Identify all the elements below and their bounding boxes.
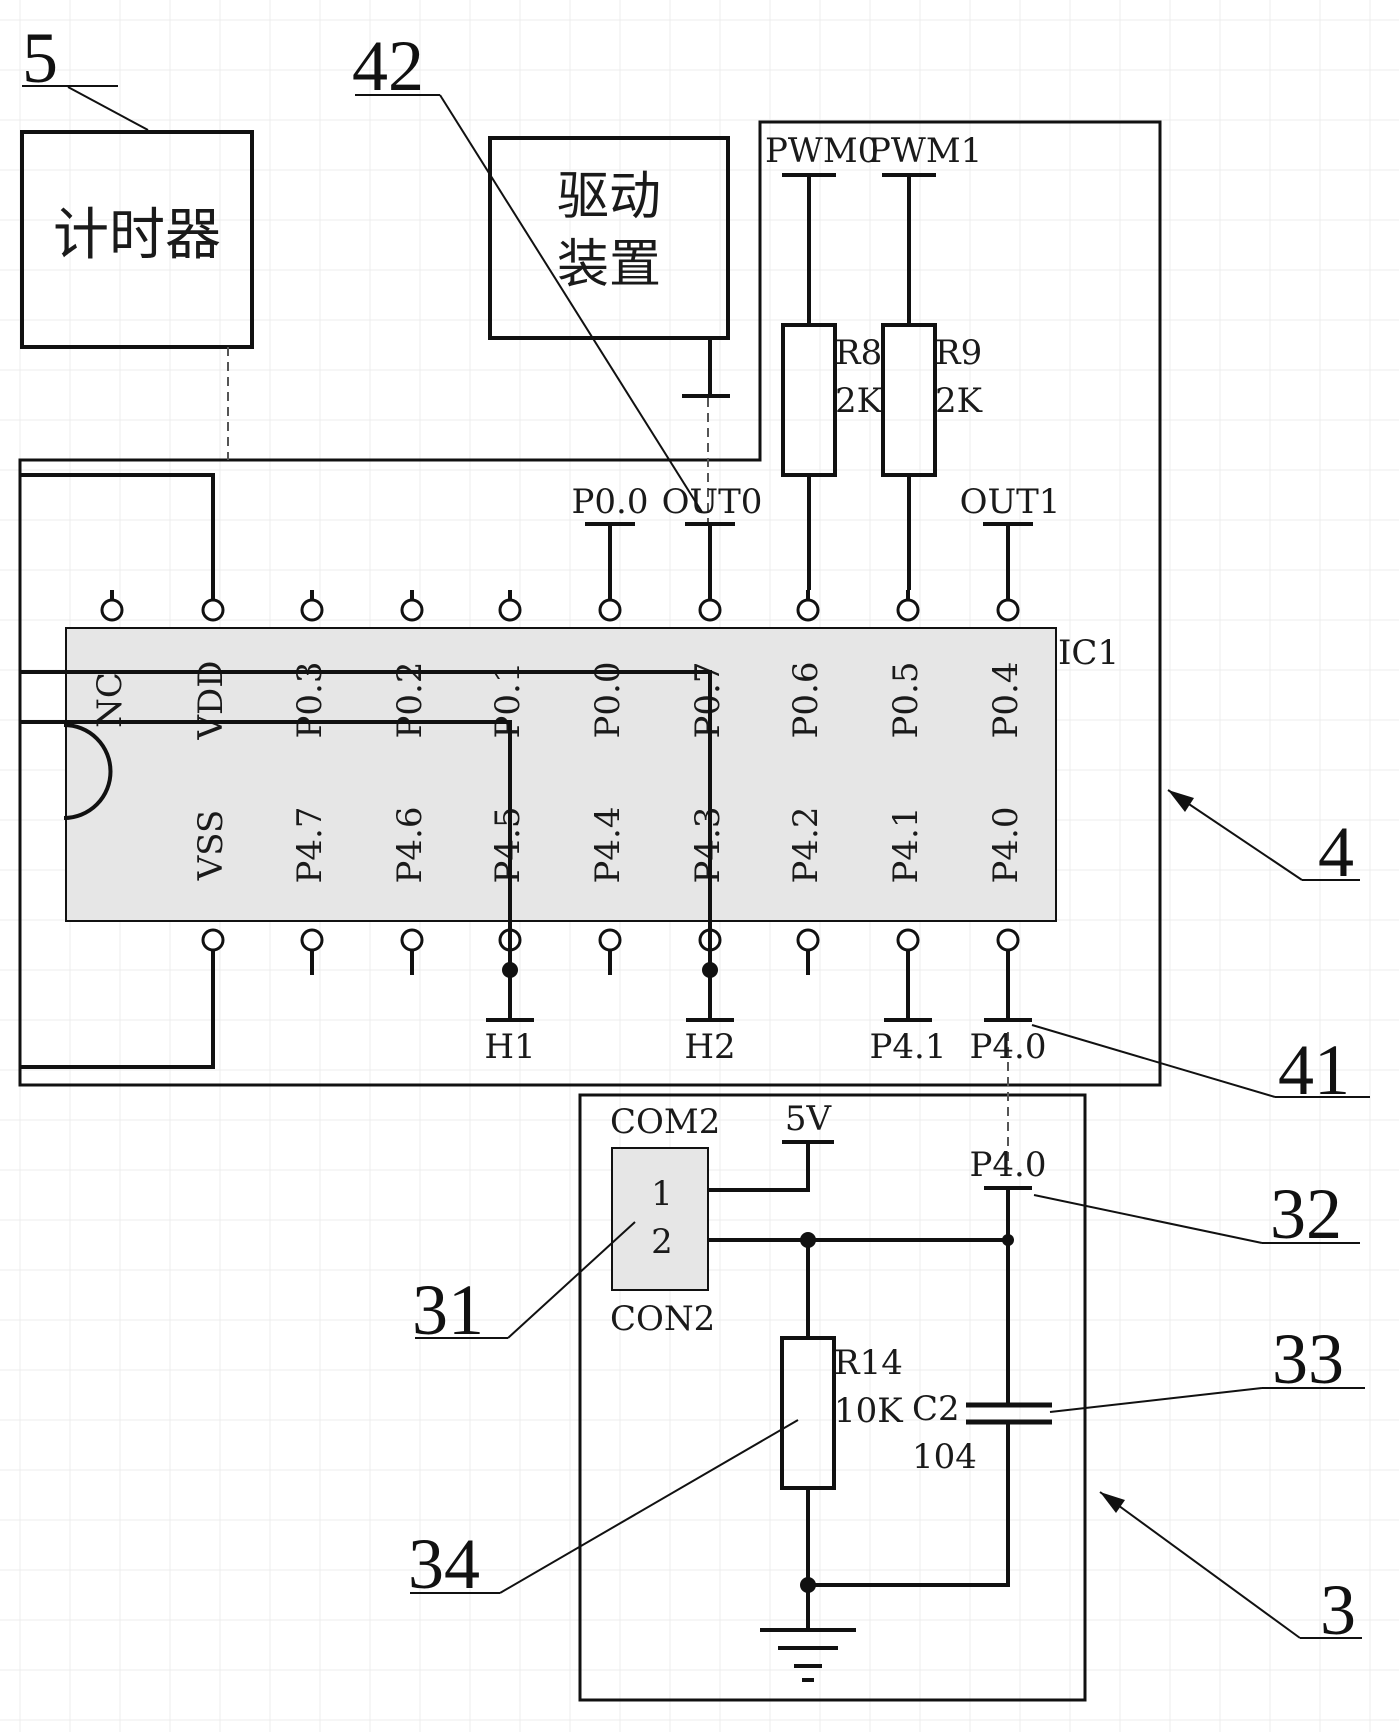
connector-bottom-label: CON2 — [610, 1299, 715, 1339]
callout-42: 42 — [352, 26, 424, 106]
h1-junction — [502, 962, 518, 978]
ic-top-pin-label: P0.4 — [986, 662, 1026, 739]
ic-bottom-pin-label: VSS — [191, 810, 231, 882]
ic-bottom-pin-label: P4.7 — [290, 807, 330, 884]
ic-top-pin — [302, 600, 322, 620]
net-out1-label: OUT1 — [960, 482, 1061, 522]
timer-label: 计时器 — [53, 203, 221, 268]
connector-pin1: 1 — [651, 1174, 673, 1214]
ic-top-pin-label: P0.5 — [886, 662, 926, 739]
r14-name: R14 — [834, 1343, 903, 1383]
ic-top-pin-label: NC — [90, 672, 130, 728]
ic-top-pin — [600, 600, 620, 620]
net-h2-label: H2 — [684, 1027, 735, 1067]
connector-body — [612, 1148, 708, 1290]
ic-top-pin — [102, 600, 122, 620]
r8-value: 2K — [835, 381, 883, 421]
callout-5: 5 — [22, 18, 58, 98]
ic-bottom-pin — [798, 930, 818, 950]
callout-33: 33 — [1272, 1319, 1344, 1399]
vdd-wire — [20, 475, 213, 590]
ic-top-pin — [402, 600, 422, 620]
ic-bottom-pin — [402, 930, 422, 950]
ic-bottom-pin-label: P4.2 — [786, 807, 826, 884]
driver-label-line2: 装置 — [557, 235, 661, 295]
connector-pin2: 2 — [651, 1222, 673, 1262]
ic-top-pin — [998, 600, 1018, 620]
ic-bottom-pin-label: P4.0 — [986, 807, 1026, 884]
ic-top-pin — [203, 600, 223, 620]
callout-34: 34 — [408, 1524, 480, 1604]
ic-bottom-pin-label: P4.4 — [588, 807, 628, 884]
ground-symbol — [760, 1630, 856, 1680]
c2-name: C2 — [912, 1389, 960, 1429]
ic-bottom-pin-label: P4.6 — [390, 807, 430, 884]
callout-4: 4 — [1318, 812, 1354, 892]
ground-junction — [800, 1577, 816, 1593]
c2-value: 104 — [912, 1437, 977, 1477]
net-h1-label: H1 — [484, 1027, 535, 1067]
driver-label-line1: 驱动 — [557, 167, 661, 227]
r8-name: R8 — [835, 333, 882, 373]
ic-bottom-pin — [998, 930, 1018, 950]
ic-top-pin — [798, 600, 818, 620]
net-out0-label: OUT0 — [662, 482, 763, 522]
5v-wire — [708, 1142, 808, 1190]
ic-bottom-pin — [302, 930, 322, 950]
r9-body — [883, 325, 935, 475]
net-p00-label: P0.0 — [572, 482, 649, 522]
ic-top-pin — [898, 600, 918, 620]
c2-wire-bottom — [808, 1422, 1008, 1585]
ic-top-pin — [700, 600, 720, 620]
ic1-designator: IC1 — [1058, 633, 1119, 673]
ic-top-pin-label: P0.6 — [786, 662, 826, 739]
net-p40-label: P4.0 — [970, 1027, 1047, 1067]
r14-value: 10K — [834, 1391, 903, 1431]
net-5v-label: 5V — [785, 1099, 833, 1139]
ic-top-pin — [500, 600, 520, 620]
connector-top-label: COM2 — [610, 1102, 720, 1142]
h2-junction — [702, 962, 718, 978]
r9-value: 2K — [935, 381, 983, 421]
net-pwm1-label: PWM1 — [868, 131, 982, 171]
callout-3: 3 — [1320, 1570, 1356, 1650]
r8-body — [783, 325, 835, 475]
r14-body — [782, 1338, 834, 1488]
callout-41: 41 — [1278, 1030, 1350, 1110]
net-p41-label: P4.1 — [870, 1027, 947, 1067]
ic-bottom-pin-label: P4.1 — [886, 807, 926, 884]
vss-wire — [20, 950, 213, 1067]
callout-31: 31 — [412, 1270, 484, 1350]
net-pwm0-label: PWM0 — [765, 131, 879, 171]
ic-bottom-pin — [600, 930, 620, 950]
net-p40-input-label: P4.0 — [970, 1145, 1047, 1185]
r9-name: R9 — [935, 333, 982, 373]
ic-bottom-pin — [203, 930, 223, 950]
callout-32: 32 — [1270, 1174, 1342, 1254]
ic-bottom-pin — [898, 930, 918, 950]
